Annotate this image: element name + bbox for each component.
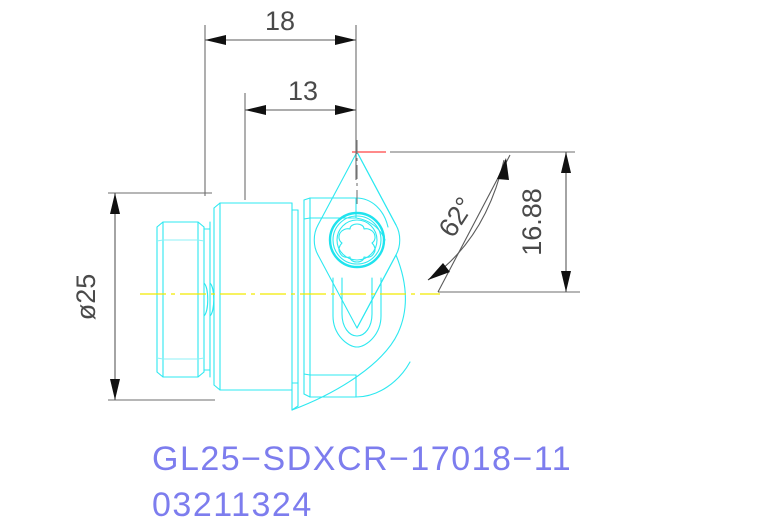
dimension-label-height-16-88: 16.88 bbox=[517, 188, 547, 256]
dimension-arrowhead-icon bbox=[561, 271, 571, 292]
dimension-arrowhead-icon bbox=[110, 193, 120, 214]
torx-star-socket-icon bbox=[338, 223, 376, 263]
holder-shank bbox=[303, 197, 357, 398]
dimension-arrowhead-icon bbox=[335, 35, 356, 45]
dimension-overall-length-18: 18 bbox=[204, 6, 357, 196]
shoulder-section bbox=[203, 221, 215, 378]
dimension-arrowhead-icon bbox=[561, 152, 571, 173]
dimension-arrowhead-icon bbox=[110, 379, 120, 400]
clamp-jaw-pocket bbox=[332, 277, 382, 348]
order-code-label: 03211324 bbox=[152, 486, 313, 523]
dimension-inner-length-13: 13 bbox=[244, 76, 356, 200]
centerlines bbox=[140, 140, 440, 295]
dimension-arrowhead-icon bbox=[245, 105, 266, 115]
flange-block bbox=[213, 202, 299, 391]
part-labels: GL25−SDXCR−17018−11 03211324 bbox=[152, 440, 572, 523]
dimension-arrowhead-icon bbox=[497, 158, 509, 180]
part-geometry bbox=[156, 151, 411, 411]
dimension-label-diameter-25: ø25 bbox=[71, 274, 101, 321]
dimension-label-13: 13 bbox=[288, 76, 318, 106]
torx-screw-head bbox=[328, 211, 386, 269]
dimension-diameter-25: ø25 bbox=[71, 192, 215, 401]
dimension-height-16-88: 16.88 bbox=[390, 151, 580, 293]
lower-angled-arm bbox=[291, 254, 406, 411]
dimension-angle-62: 62° bbox=[427, 154, 511, 293]
dimension-arrowhead-icon bbox=[428, 263, 450, 280]
knurled-nut-body bbox=[156, 221, 205, 378]
dimension-arrowhead-icon bbox=[205, 35, 226, 45]
part-number-label: GL25−SDXCR−17018−11 bbox=[152, 440, 572, 478]
dimension-arrowhead-icon bbox=[335, 105, 356, 115]
clamp-head-diamond bbox=[313, 151, 401, 329]
dimension-label-18: 18 bbox=[265, 6, 295, 36]
